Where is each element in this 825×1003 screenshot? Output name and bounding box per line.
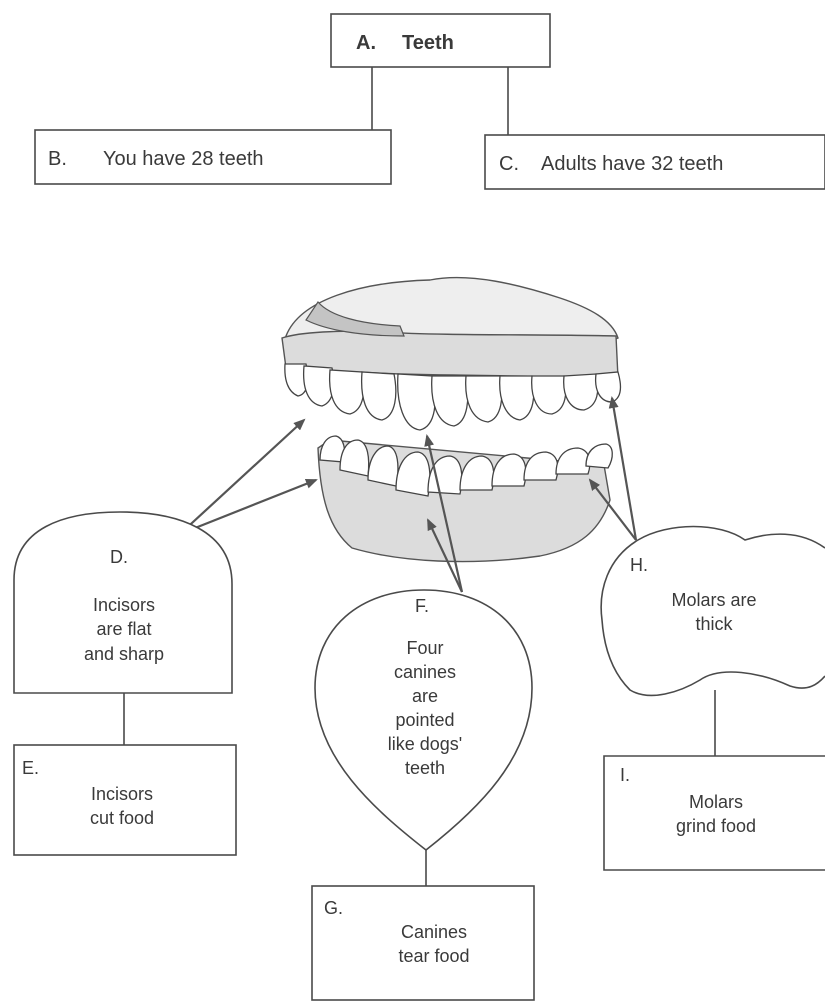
node-b: B. You have 28 teeth <box>35 130 391 184</box>
node-i-box <box>604 756 825 870</box>
node-i-letter: I. <box>620 765 630 785</box>
node-h-line-1: Molars are <box>671 590 756 610</box>
node-g-letter: G. <box>324 898 343 918</box>
node-a: A. Teeth <box>331 14 550 67</box>
arrow-h-upper-molars <box>612 398 636 540</box>
node-d: D. Incisors are flat and sharp <box>14 512 232 693</box>
node-h-line-2: thick <box>695 614 733 634</box>
node-d-line-3: and sharp <box>84 644 164 664</box>
node-h-shape <box>601 527 825 696</box>
node-e-line-1: Incisors <box>91 784 153 804</box>
node-c-letter: C. <box>499 153 519 175</box>
node-c: C. Adults have 32 teeth <box>485 135 825 189</box>
node-g-line-1: Canines <box>401 922 467 942</box>
arrow-d-upper-incisors <box>180 420 304 534</box>
node-e-letter: E. <box>22 758 39 778</box>
node-i: I. Molars grind food <box>604 756 825 870</box>
node-d-letter: D. <box>110 547 128 567</box>
node-e-line-2: cut food <box>90 808 154 828</box>
node-g: G. Canines tear food <box>312 886 534 1000</box>
node-a-letter: A. <box>356 32 376 54</box>
node-i-line-2: grind food <box>676 816 756 836</box>
node-f-line-6: teeth <box>405 758 445 778</box>
node-d-line-1: Incisors <box>93 595 155 615</box>
node-c-text: Adults have 32 teeth <box>541 153 723 175</box>
node-g-box <box>312 886 534 1000</box>
node-a-title: Teeth <box>402 32 454 54</box>
node-f-line-4: pointed <box>395 710 454 730</box>
node-b-letter: B. <box>48 148 67 170</box>
dentures-illustration <box>282 278 620 562</box>
node-b-text: You have 28 teeth <box>103 148 264 170</box>
node-f-letter: F. <box>415 596 429 616</box>
node-e: E. Incisors cut food <box>14 745 236 855</box>
node-h-letter: H. <box>630 555 648 575</box>
node-i-line-1: Molars <box>689 792 743 812</box>
node-f-line-5: like dogs' <box>388 734 462 754</box>
node-f-line-2: canines <box>394 662 456 682</box>
node-h: H. Molars are thick <box>601 527 825 696</box>
node-f: F. Four canines are pointed like dogs' t… <box>315 590 532 850</box>
arrow-d-lower-incisors <box>180 480 316 534</box>
node-f-line-1: Four <box>406 638 443 658</box>
node-f-line-3: are <box>412 686 438 706</box>
node-d-line-2: are flat <box>96 619 151 639</box>
node-g-line-2: tear food <box>398 946 469 966</box>
